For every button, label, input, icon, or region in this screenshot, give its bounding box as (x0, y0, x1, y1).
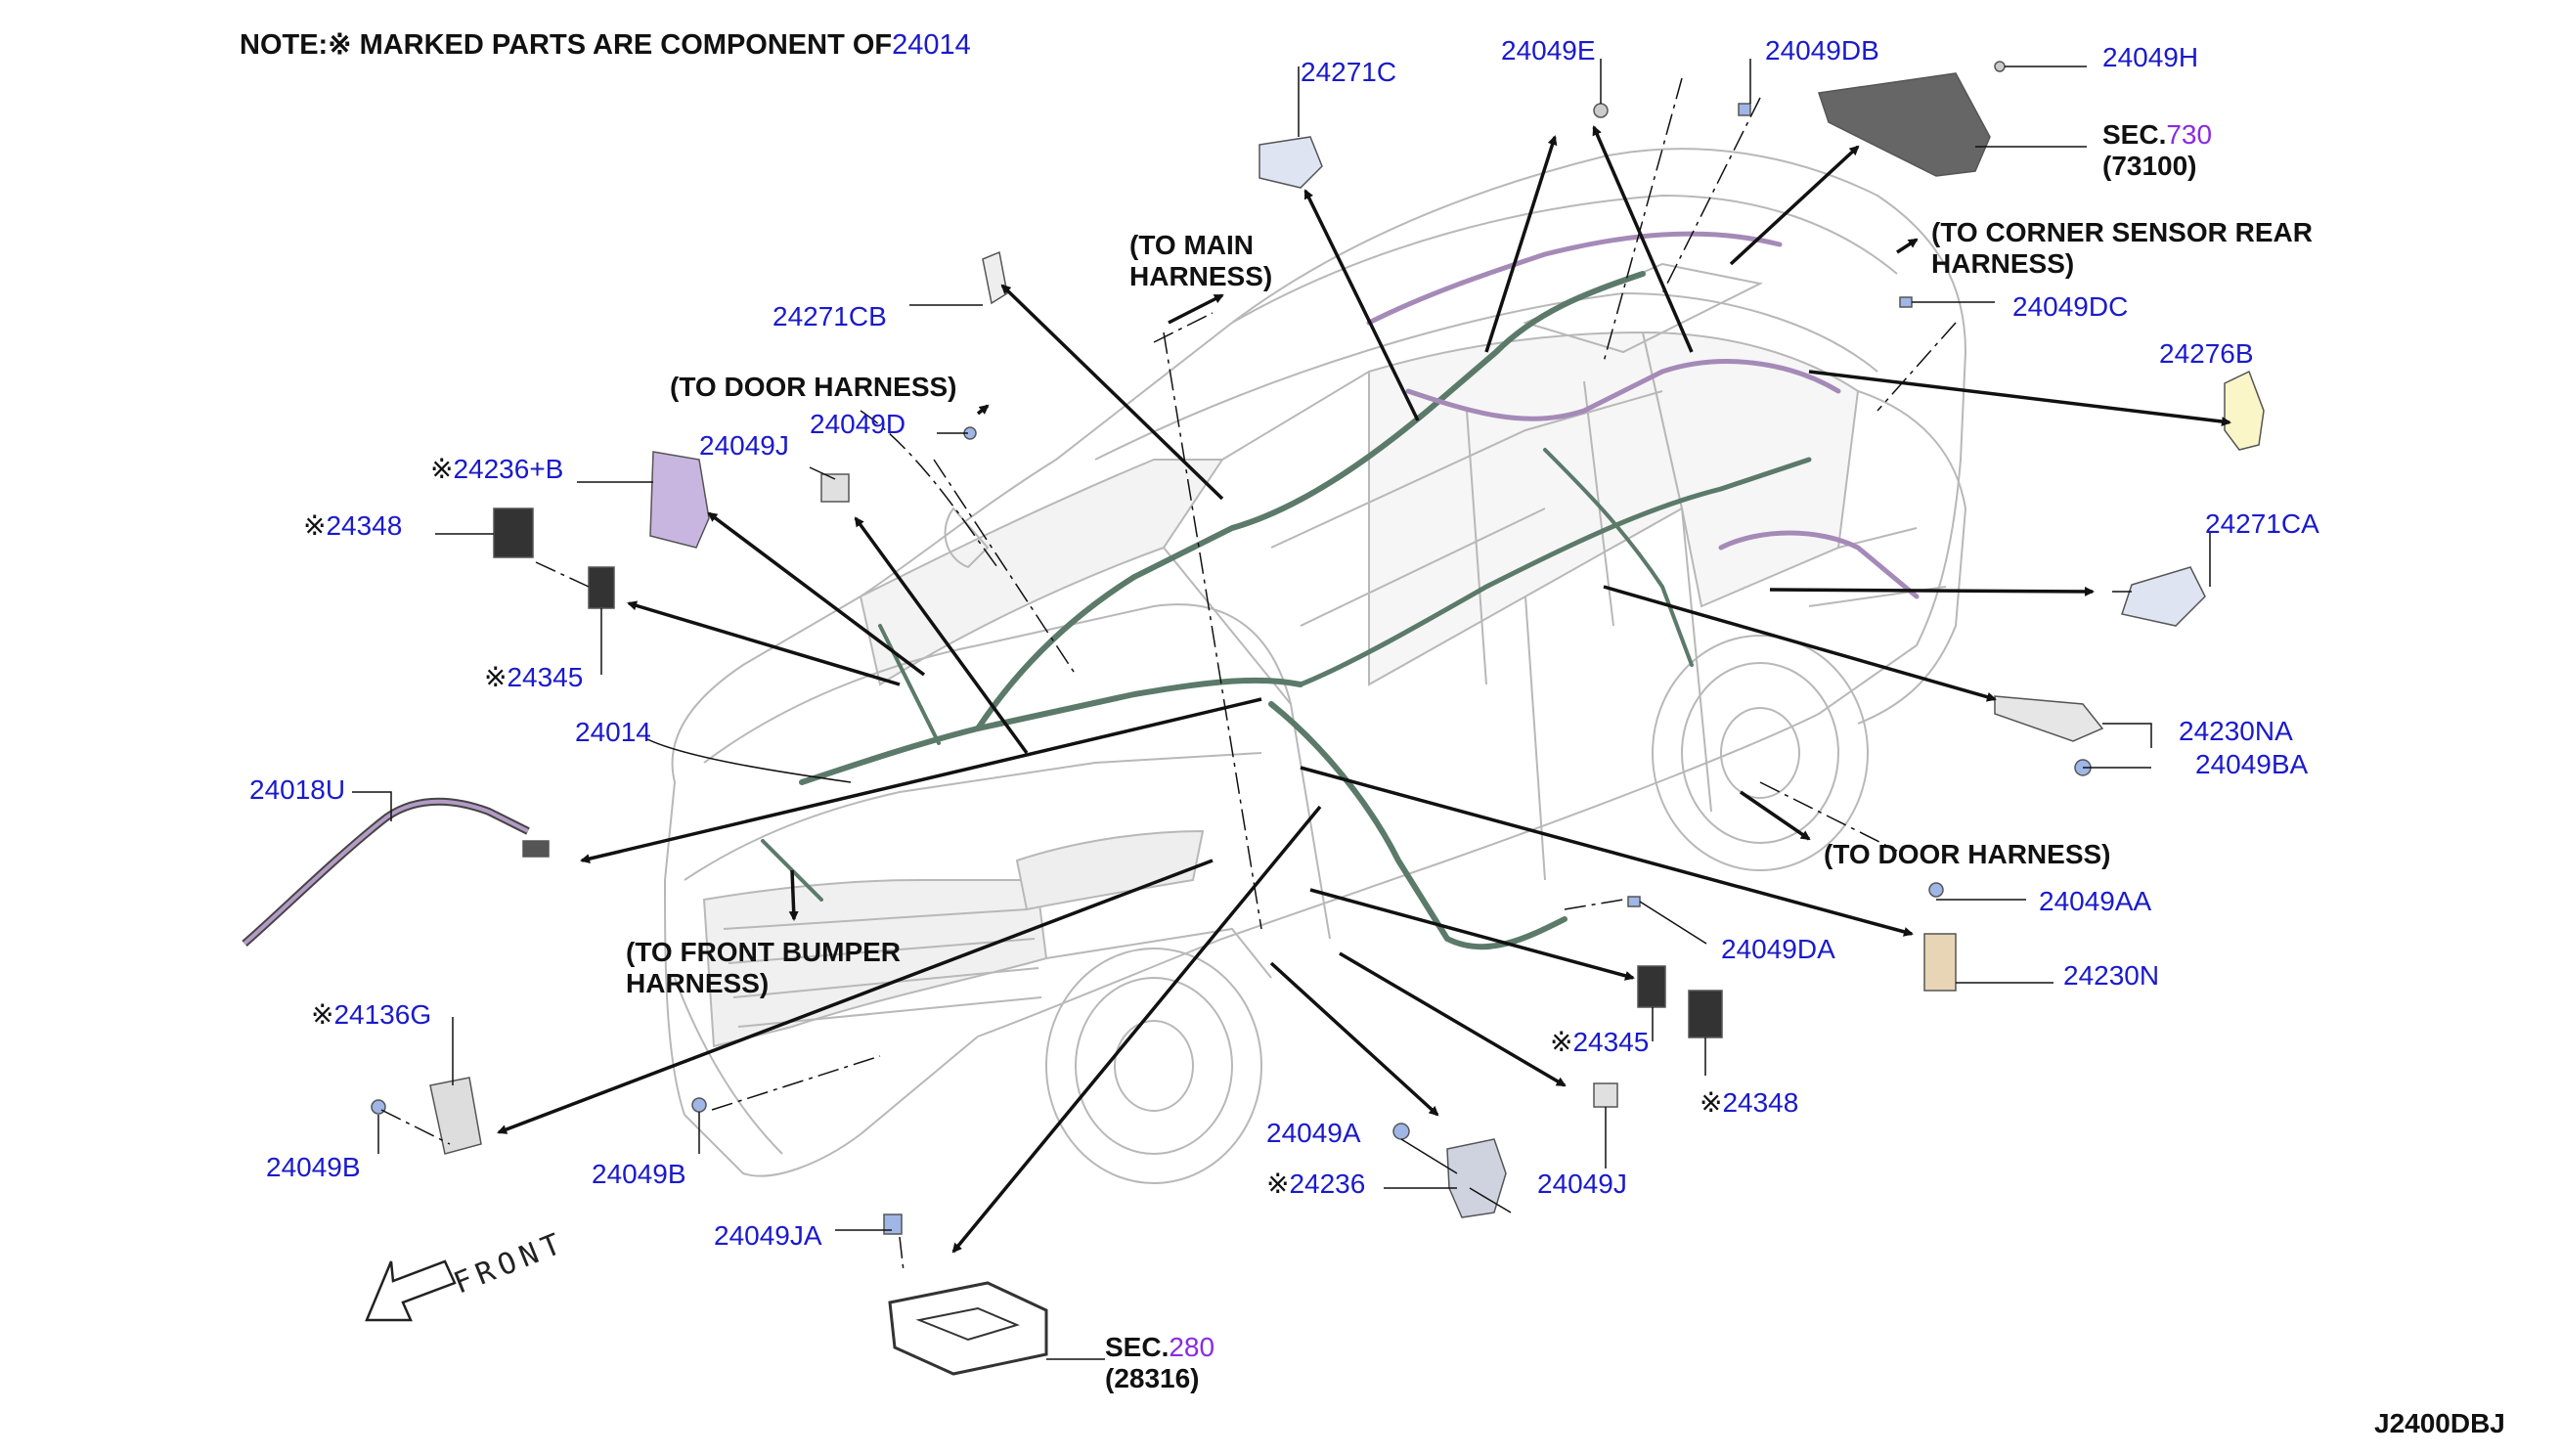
callout-to-door-harness-top: (TO DOOR HARNESS) (670, 372, 957, 402)
part-label-24236[interactable]: ※24236 (1266, 1169, 1366, 1199)
part-label-24049AA[interactable]: 24049AA (2039, 886, 2152, 916)
leader-lines (352, 59, 2211, 1360)
diagram-code: J2400DBJ (2374, 1408, 2505, 1438)
part-label-24236B[interactable]: ※24236+B (430, 454, 564, 484)
note-ref-link[interactable]: 24014 (892, 29, 971, 61)
part-label-24049DA[interactable]: 24049DA (1721, 934, 1835, 964)
part-label-24049A[interactable]: 24049A (1266, 1118, 1361, 1148)
part-label-24014[interactable]: 24014 (575, 717, 651, 747)
part-label-24049JA[interactable]: 24049JA (714, 1220, 822, 1251)
part-label-24271C[interactable]: 24271C (1301, 57, 1397, 87)
part-label-24136G[interactable]: ※24136G (311, 999, 432, 1030)
part-label-24049B-left[interactable]: 24049B (266, 1152, 361, 1182)
part-label-24049J-right[interactable]: 24049J (1537, 1169, 1627, 1199)
part-label-24049DC[interactable]: 24049DC (2012, 291, 2129, 322)
part-label-24049D[interactable]: 24049D (810, 409, 906, 439)
part-label-24049B-mid[interactable]: 24049B (592, 1159, 686, 1189)
part-label-24018U[interactable]: 24018U (249, 774, 346, 805)
part-label-24049DB[interactable]: 24049DB (1765, 35, 1879, 66)
part-label-24230N[interactable]: 24230N (2063, 960, 2160, 991)
diagram-note: NOTE:※ MARKED PARTS ARE COMPONENT OF2401… (240, 29, 971, 61)
part-label-24345-left[interactable]: ※24345 (484, 662, 584, 692)
arrows (497, 125, 2231, 1254)
dash-dot-lines (380, 77, 1957, 1272)
part-label-24271CB[interactable]: 24271CB (773, 301, 887, 331)
part-label-24049H[interactable]: 24049H (2102, 42, 2199, 72)
part-label-24230NA[interactable]: 24230NA (2179, 716, 2293, 746)
part-label-24049J-left[interactable]: 24049J (699, 430, 789, 461)
section-ref-280[interactable]: SEC.280(28316) (1105, 1332, 1215, 1393)
front-arrow-icon (365, 1259, 457, 1322)
note-text: NOTE:※ MARKED PARTS ARE COMPONENT OF (240, 29, 893, 61)
part-label-24049BA[interactable]: 24049BA (2195, 749, 2309, 779)
vehicle-outline (663, 148, 1967, 1184)
part-label-24276B[interactable]: 24276B (2159, 338, 2254, 369)
section-ref-730[interactable]: SEC.730(73100) (2102, 119, 2213, 181)
part-label-24348-left[interactable]: ※24348 (303, 510, 403, 541)
part-label-24345-right[interactable]: ※24345 (1550, 1027, 1650, 1057)
part-label-24348-right[interactable]: ※24348 (1700, 1087, 1799, 1118)
part-label-24271CA[interactable]: 24271CA (2205, 508, 2319, 539)
callout-to-door-harness-right: (TO DOOR HARNESS) (1824, 839, 2111, 869)
part-label-24049E[interactable]: 24049E (1501, 35, 1596, 66)
